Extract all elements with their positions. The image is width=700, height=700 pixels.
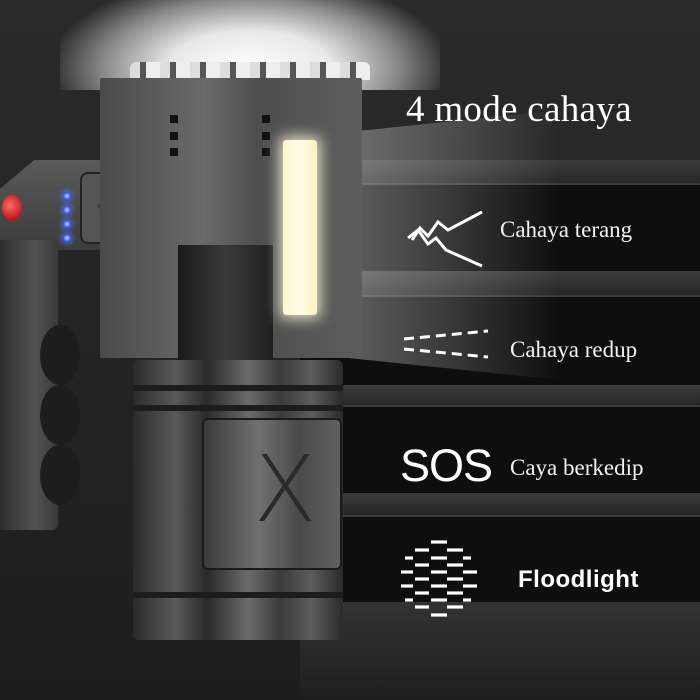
vent-slot [170, 115, 178, 123]
mode-label-sos: Caya berkedip [510, 455, 644, 480]
cob-side-light [283, 140, 317, 315]
band-divider [300, 271, 700, 295]
battery-led-icon [63, 234, 71, 242]
body-ring [133, 385, 343, 391]
battery-led-icon [63, 220, 71, 228]
mode-band-3 [300, 405, 700, 495]
mode-label-bright: Cahaya terang [500, 217, 633, 242]
mode-band-1 [300, 183, 700, 273]
lightning-bolts-icon [407, 210, 483, 268]
mode-label-floodlight: Floodlight [518, 566, 639, 593]
band-divider [300, 160, 700, 185]
power-button-icon [2, 195, 22, 221]
mode-band-4 [300, 515, 700, 604]
mode-label-dim: Cahaya redup [510, 337, 638, 362]
sos-icon: SOS [400, 440, 493, 491]
body-ring [133, 592, 343, 598]
grip-notch [40, 325, 80, 385]
vent-slot [262, 132, 270, 140]
dashed-beams-icon [403, 329, 489, 359]
floodlight-icon [401, 540, 477, 617]
vent-slot [262, 115, 270, 123]
band-divider [300, 385, 700, 405]
vent-slot [170, 132, 178, 140]
battery-led-icon [63, 192, 71, 200]
body-logo-panel [202, 418, 342, 570]
flashlight-neck [178, 245, 273, 365]
band-divider [300, 602, 700, 700]
vent-slot [262, 148, 270, 156]
page-title: 4 mode cahaya [406, 89, 632, 130]
grip-notch [40, 385, 80, 445]
mode-band-2 [300, 295, 700, 387]
battery-led-icon [63, 206, 71, 214]
lens-ring [130, 62, 370, 80]
grip-notch [40, 445, 80, 505]
logo-x: X [253, 436, 317, 543]
body-ring [133, 405, 343, 411]
vent-slot [170, 148, 178, 156]
band-divider [300, 493, 700, 515]
